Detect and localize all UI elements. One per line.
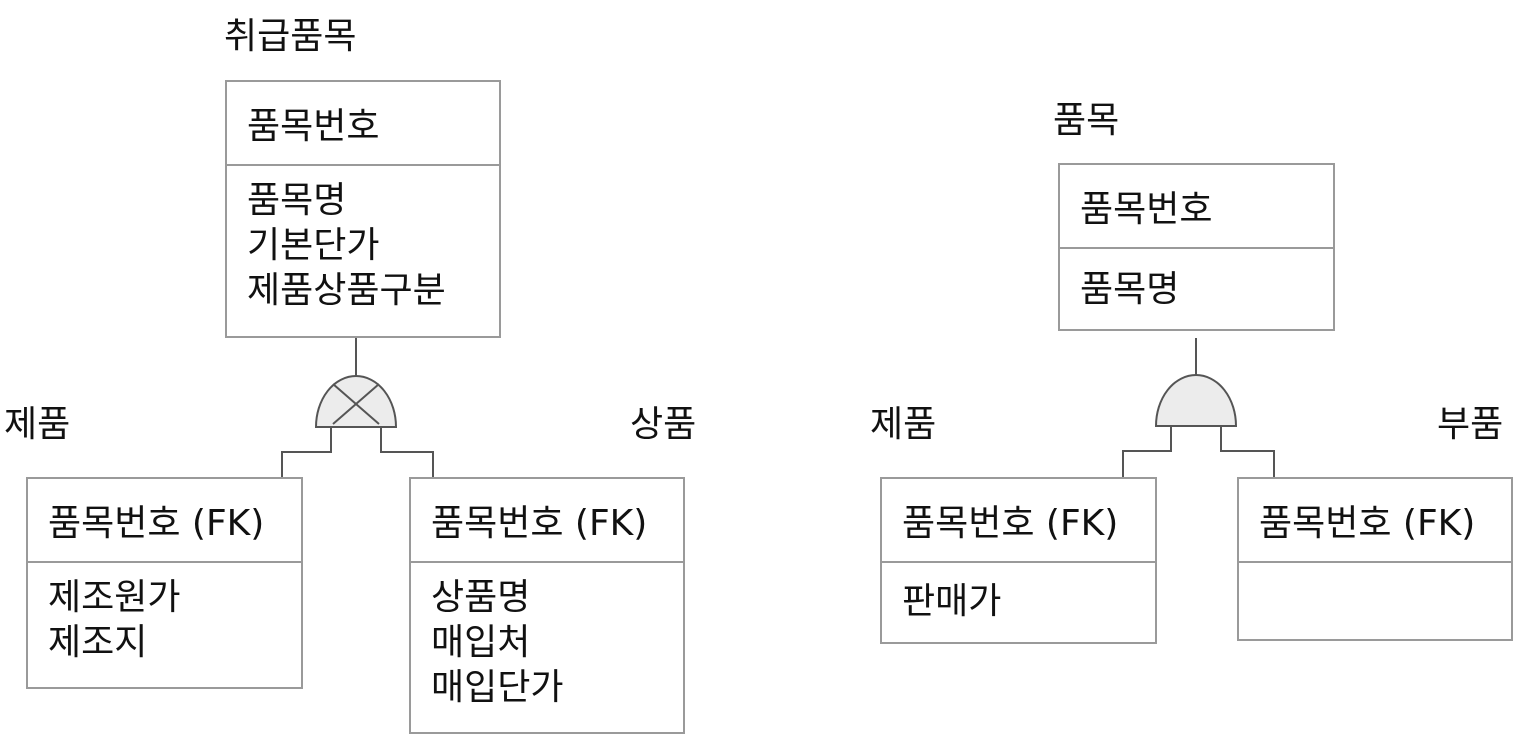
entity-pk: 품목번호 (FK) (28, 479, 301, 563)
left-connector-goods (380, 427, 434, 478)
entity-pk: 품목번호 (227, 82, 499, 166)
entity-attribute: 제품상품구분 (247, 270, 446, 311)
entity-attribute: 품목명 (247, 180, 347, 221)
entity-attributes: 품목명 (1060, 249, 1333, 312)
entity-pk: 품목번호 (1060, 165, 1333, 249)
entity-supertype-right: 품목번호 품목명 (1058, 163, 1335, 331)
entity-name-subtype-right-1: 제품 (870, 404, 937, 445)
entity-name-supertype-left: 취급품목 (224, 16, 357, 57)
entity-name-subtype-left-1: 제품 (4, 404, 71, 445)
entity-attributes (1239, 563, 1511, 575)
entity-supertype-left: 품목번호 품목명 기본단가 제품상품구분 (225, 80, 501, 338)
entity-name-subtype-left-2: 상품 (630, 404, 697, 445)
entity-attribute: 제조원가 (48, 577, 181, 618)
entity-attributes: 상품명 매입처 매입단가 (411, 563, 683, 710)
entity-attribute: 매입단가 (431, 667, 564, 708)
entity-attribute: 판매가 (902, 581, 1002, 622)
entity-attributes: 판매가 (882, 563, 1155, 624)
right-connector-part (1220, 426, 1275, 478)
entity-pk: 품목번호 (FK) (882, 479, 1155, 563)
entity-pk: 품목번호 (FK) (411, 479, 683, 563)
entity-subtype-right-1: 품목번호 (FK) 판매가 (880, 477, 1157, 644)
entity-attribute: 상품명 (431, 577, 531, 618)
entity-attributes: 제조원가 제조지 (28, 563, 301, 665)
right-connector-product (1122, 426, 1172, 478)
left-exclusive-symbol (314, 375, 398, 428)
left-connector-product (281, 427, 332, 478)
entity-subtype-left-1: 품목번호 (FK) 제조원가 제조지 (26, 477, 303, 689)
entity-attribute: 제조지 (48, 622, 148, 663)
entity-attributes: 품목명 기본단가 제품상품구분 (227, 166, 499, 313)
entity-attribute: 매입처 (431, 622, 531, 663)
entity-subtype-left-2: 품목번호 (FK) 상품명 매입처 매입단가 (409, 477, 685, 734)
right-inclusive-symbol (1154, 374, 1238, 427)
entity-subtype-right-2: 품목번호 (FK) (1237, 477, 1513, 641)
entity-pk: 품목번호 (FK) (1239, 479, 1511, 563)
entity-name-supertype-right: 품목 (1053, 100, 1120, 141)
entity-name-subtype-right-2: 부품 (1437, 404, 1504, 445)
entity-attribute: 기본단가 (247, 225, 380, 266)
entity-attribute: 품목명 (1080, 269, 1180, 310)
